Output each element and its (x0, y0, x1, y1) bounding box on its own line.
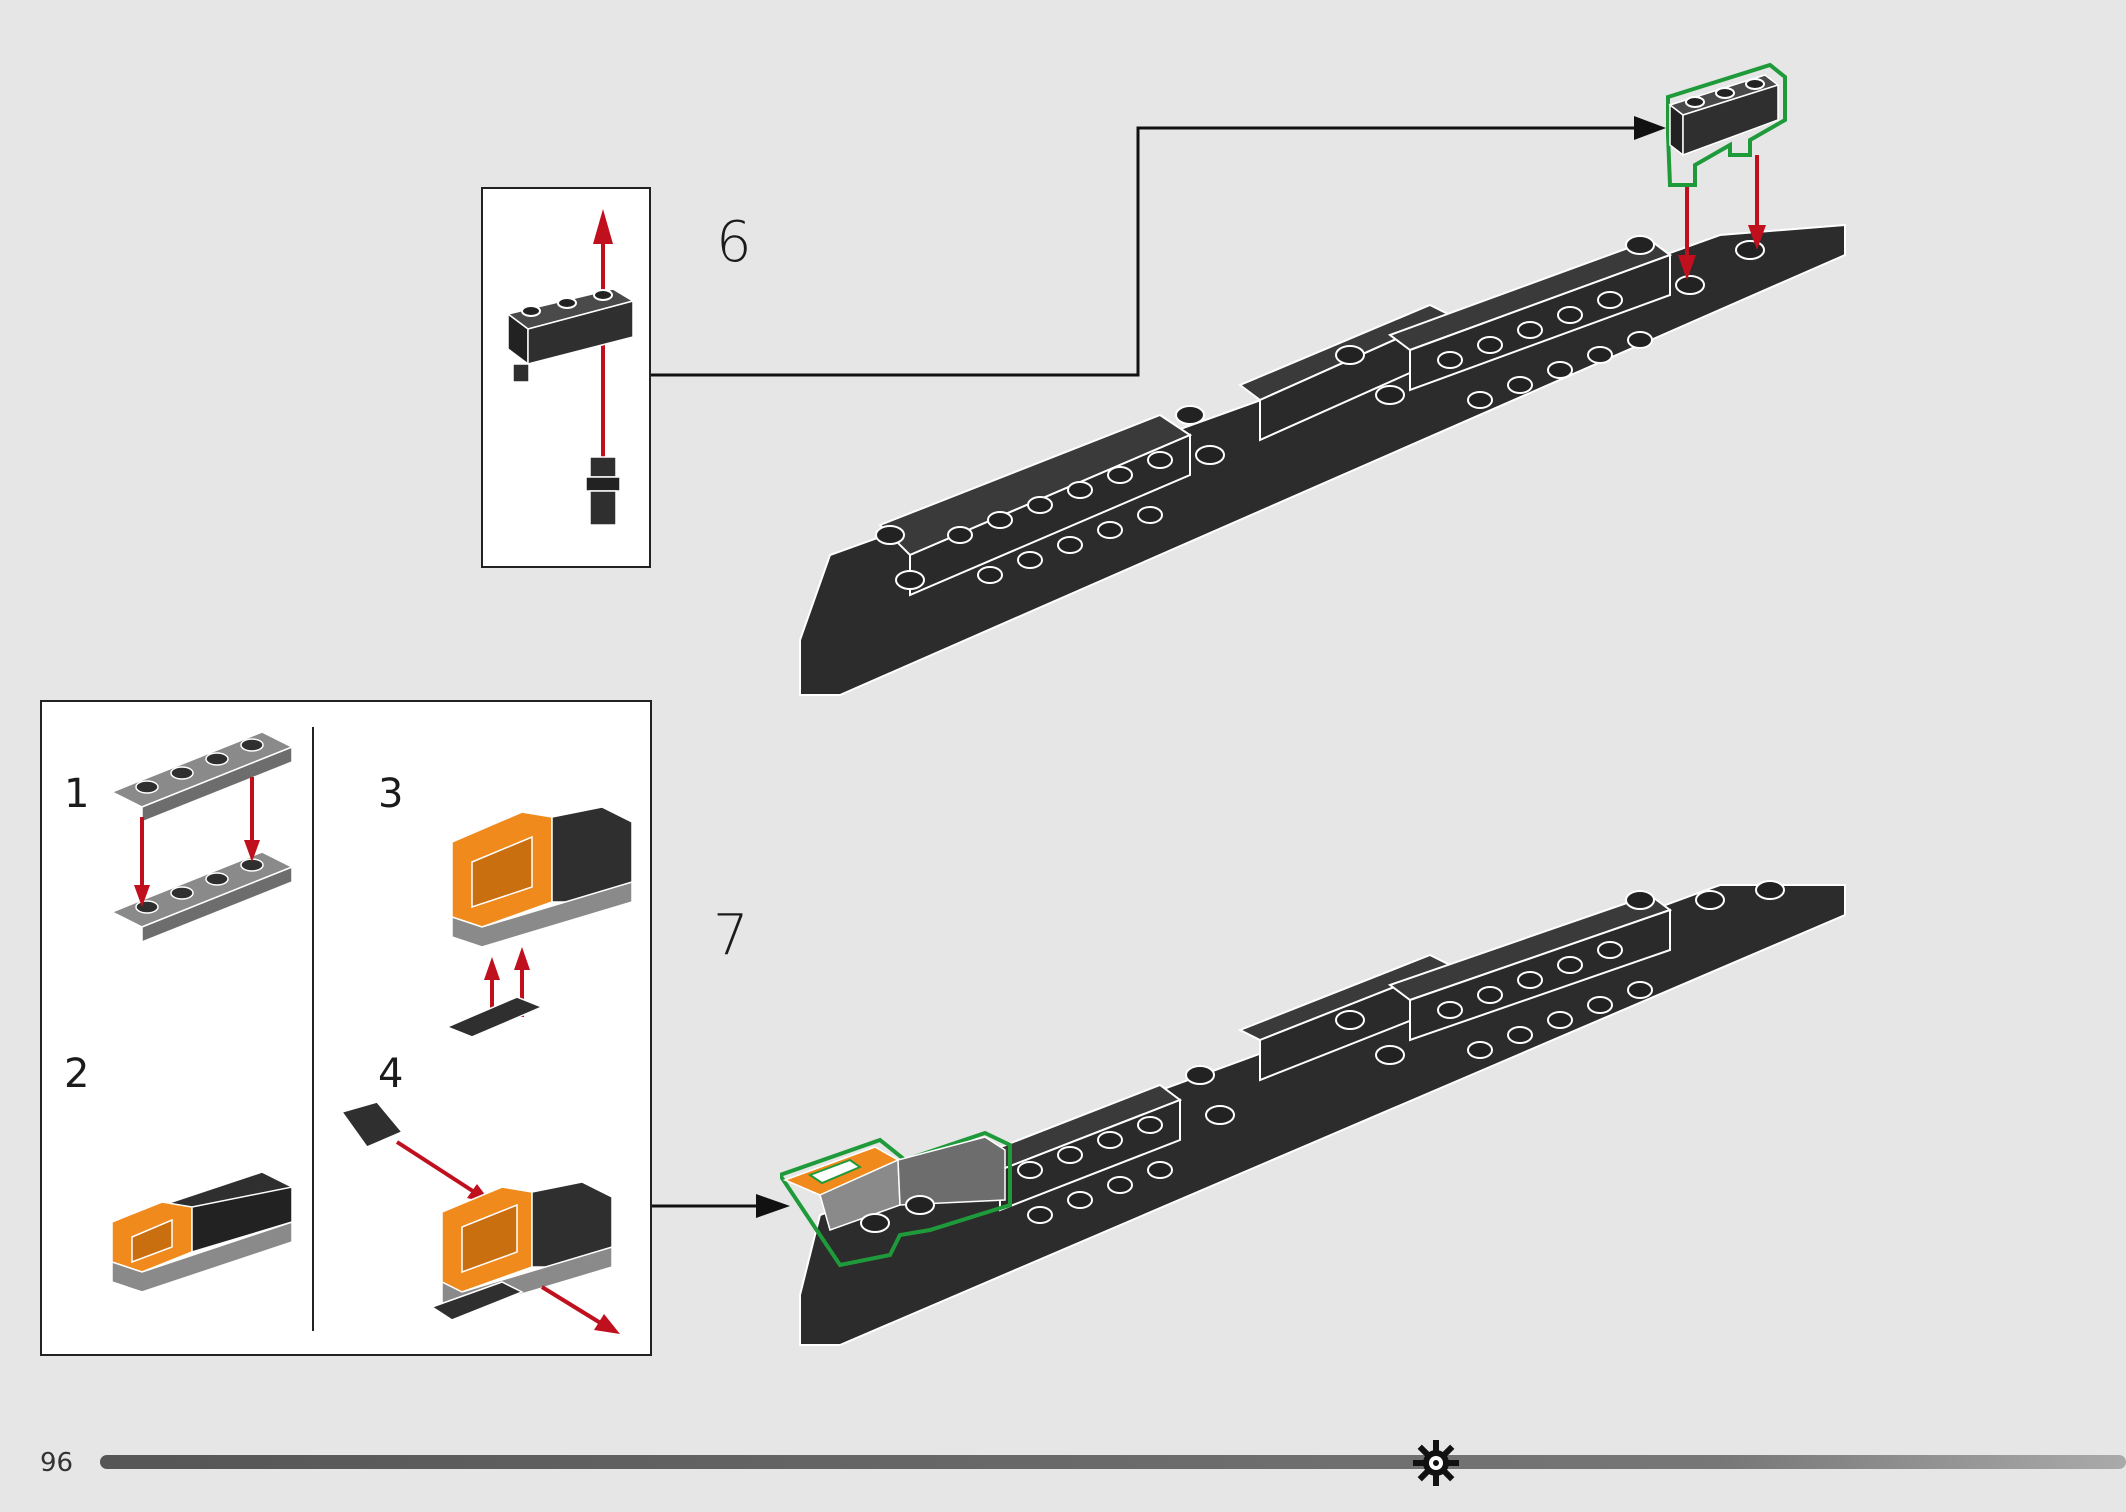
step6-model (799, 62, 1846, 696)
step6-callout (481, 187, 651, 568)
substep2-illustration (110, 1171, 294, 1293)
callout-divider (312, 727, 314, 1331)
step7-model (780, 880, 1846, 1346)
substep-number-4: 4 (378, 1051, 404, 1097)
step-number-6: 6 (716, 210, 752, 275)
gear-icon (1412, 1440, 1459, 1486)
progress-bar (100, 1455, 2126, 1469)
substep-number-3: 3 (378, 771, 404, 817)
liftarm-part (506, 288, 635, 383)
page-number: 96 (40, 1448, 74, 1478)
step6-callout-illustration (506, 209, 635, 526)
substep-number-1: 1 (64, 771, 90, 817)
substep1-illustration (110, 731, 294, 944)
new-liftarm-highlight (1666, 62, 1787, 187)
step7-callout: 1 2 3 4 (40, 700, 652, 1356)
pin-part (585, 456, 621, 526)
new-subassembly-highlight (780, 1130, 1012, 1268)
step-number-7: 7 (713, 903, 749, 968)
substep3-illustration (445, 806, 633, 1038)
substep4-illustration (342, 1102, 620, 1334)
substep-number-2: 2 (64, 1051, 90, 1097)
